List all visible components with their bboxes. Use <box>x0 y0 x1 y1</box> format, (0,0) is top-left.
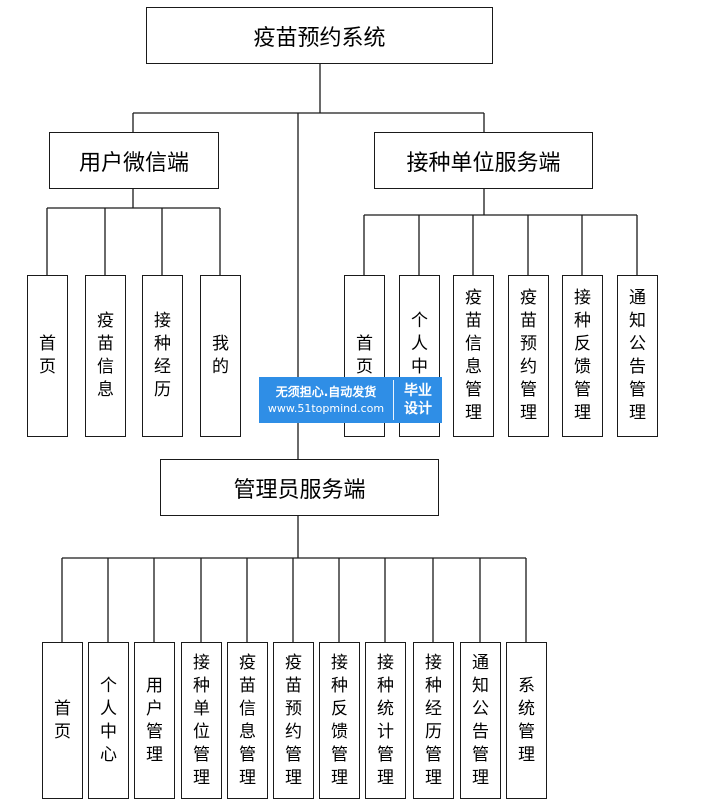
watermark-line2: www.51topmind.com <box>267 401 385 415</box>
admin-leaf-node: 系统管理 <box>506 642 547 799</box>
admin-leaf-label: 接种统计管理 <box>377 652 394 788</box>
admin-leaf-label: 用户管理 <box>146 675 163 765</box>
user-leaf-node: 我的 <box>200 275 241 437</box>
admin-end-node: 管理员服务端 <box>160 459 439 516</box>
unit-leaf-node: 疫苗信息管理 <box>453 275 494 437</box>
watermark-badge: 毕业 设计 <box>394 382 442 418</box>
unit-leaf-label: 首页 <box>356 334 373 377</box>
admin-leaf-label: 接种反馈管理 <box>331 652 348 788</box>
unit-leaf-node: 疫苗预约管理 <box>508 275 549 437</box>
admin-leaf-node: 个人中心 <box>88 642 129 799</box>
watermark-badge-line2: 设计 <box>404 401 432 417</box>
admin-leaf-node: 接种统计管理 <box>365 642 406 799</box>
root-label: 疫苗预约系统 <box>253 25 386 51</box>
user-leaf-node: 疫苗信息 <box>85 275 126 437</box>
user-leaf-node: 首页 <box>27 275 68 437</box>
admin-end-label: 管理员服务端 <box>233 477 366 503</box>
unit-leaf-label: 接种反馈管理 <box>574 288 591 423</box>
admin-leaf-label: 首页 <box>54 698 71 742</box>
unit-leaf-label: 通知公告管理 <box>629 288 646 423</box>
unit-leaf-label: 疫苗预约管理 <box>520 288 537 423</box>
user-end-node: 用户微信端 <box>49 132 219 189</box>
admin-leaf-node: 接种经历管理 <box>413 642 454 799</box>
admin-leaf-label: 通知公告管理 <box>472 652 489 788</box>
admin-leaf-node: 疫苗预约管理 <box>273 642 314 799</box>
unit-end-label: 接种单位服务端 <box>406 150 561 176</box>
user-leaf-label: 我的 <box>212 334 229 377</box>
watermark-badge-line1: 毕业 <box>404 383 432 399</box>
admin-leaf-label: 接种经历管理 <box>425 652 442 788</box>
user-leaf-label: 首页 <box>39 334 56 377</box>
unit-leaf-label: 疫苗信息管理 <box>465 288 482 423</box>
watermark-banner: 无须担心.自动发货 www.51topmind.com 毕业 设计 <box>259 377 442 423</box>
admin-leaf-node: 疫苗信息管理 <box>227 642 268 799</box>
user-end-label: 用户微信端 <box>78 150 189 176</box>
unit-end-node: 接种单位服务端 <box>374 132 593 189</box>
unit-leaf-node: 接种反馈管理 <box>562 275 603 437</box>
user-leaf-label: 接种经历 <box>154 311 171 400</box>
admin-leaf-label: 个人中心 <box>100 675 117 765</box>
watermark-line1: 无须担心.自动发货 <box>275 384 377 399</box>
admin-leaf-label: 疫苗信息管理 <box>239 652 256 788</box>
watermark-text-block: 无须担心.自动发货 www.51topmind.com <box>259 380 394 420</box>
admin-leaf-node: 首页 <box>42 642 83 799</box>
unit-leaf-node: 通知公告管理 <box>617 275 658 437</box>
admin-leaf-node: 接种单位管理 <box>181 642 222 799</box>
admin-leaf-label: 接种单位管理 <box>193 652 210 788</box>
admin-leaf-label: 系统管理 <box>518 675 535 765</box>
user-leaf-node: 接种经历 <box>142 275 183 437</box>
user-leaf-label: 疫苗信息 <box>97 311 114 400</box>
admin-leaf-label: 疫苗预约管理 <box>285 652 302 788</box>
root-node: 疫苗预约系统 <box>146 7 493 64</box>
admin-leaf-node: 用户管理 <box>134 642 175 799</box>
admin-leaf-node: 通知公告管理 <box>460 642 501 799</box>
admin-leaf-node: 接种反馈管理 <box>319 642 360 799</box>
